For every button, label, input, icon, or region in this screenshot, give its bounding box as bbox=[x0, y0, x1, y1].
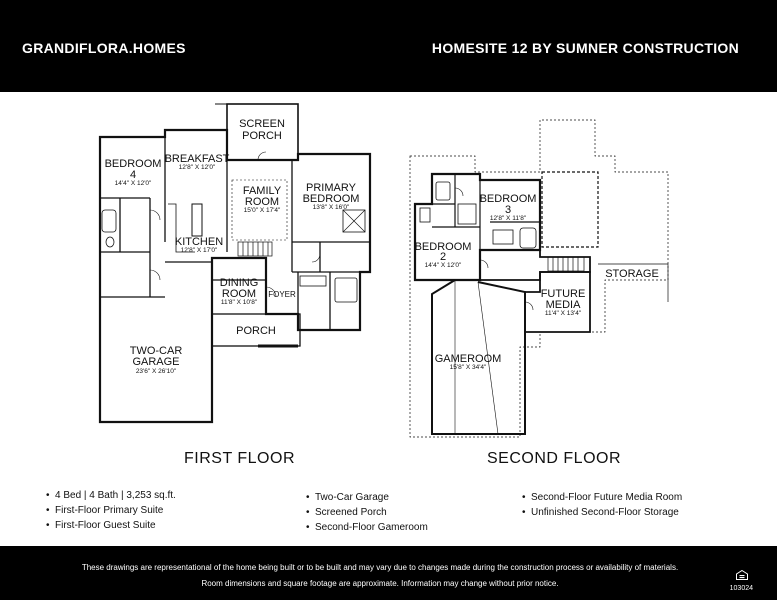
porch-label: PORCH bbox=[236, 325, 276, 337]
screen-porch-label: SCREEN bbox=[239, 118, 285, 130]
feature-item: Unfinished Second-Floor Storage bbox=[522, 505, 682, 520]
svg-text:3: 3 bbox=[505, 204, 511, 216]
disclaimer-line-2: Room dimensions and square footage are a… bbox=[201, 579, 559, 588]
storage-area bbox=[541, 171, 599, 248]
kitchen-island bbox=[191, 203, 203, 237]
feature-item: Two-Car Garage bbox=[306, 490, 428, 505]
svg-text:ROOM: ROOM bbox=[245, 196, 279, 208]
svg-text:15'0" X 17'4": 15'0" X 17'4" bbox=[244, 207, 281, 214]
foyer-label: FOYER bbox=[268, 290, 296, 299]
svg-text:2: 2 bbox=[440, 251, 446, 263]
svg-text:12'8" X 17'0": 12'8" X 17'0" bbox=[181, 247, 218, 254]
svg-text:MEDIA: MEDIA bbox=[546, 299, 582, 311]
first-floor-labels: SCREEN PORCH BREAKFAST 12'8" X 12'0" BED… bbox=[105, 118, 360, 375]
svg-text:4: 4 bbox=[130, 169, 136, 181]
breakfast-label: BREAKFAST bbox=[165, 153, 230, 165]
features-column-3: Second-Floor Future Media Room Unfinishe… bbox=[522, 490, 682, 520]
svg-text:23'6" X 26'10": 23'6" X 26'10" bbox=[136, 368, 177, 375]
bedroom-4-label: BEDROOM bbox=[105, 158, 162, 170]
feature-item: Screened Porch bbox=[306, 505, 428, 520]
gameroom-label: GAMEROOM bbox=[435, 353, 502, 365]
svg-text:PORCH: PORCH bbox=[242, 130, 282, 142]
first-floor-title: FIRST FLOOR bbox=[184, 450, 295, 467]
disclaimer-line-1: These drawings are representational of t… bbox=[81, 563, 679, 572]
svg-text:11'8" X 10'8": 11'8" X 10'8" bbox=[221, 299, 258, 306]
screen-porch-walls bbox=[226, 103, 299, 161]
brand-name: GRANDIFLORA.HOMES bbox=[22, 40, 186, 56]
family-room-label: FAMILY bbox=[243, 185, 282, 197]
document-code: 103024 bbox=[729, 585, 753, 592]
storage-label: STORAGE bbox=[605, 268, 659, 280]
gameroom-walls bbox=[431, 279, 526, 435]
feature-item: Second-Floor Gameroom bbox=[306, 520, 428, 535]
second-floor-labels: BEDROOM 3 12'8" X 11'8" BEDROOM 2 14'4" … bbox=[415, 193, 659, 371]
second-floor-plan bbox=[409, 119, 669, 438]
below-outline bbox=[409, 119, 669, 438]
features-column-2: Two-Car Garage Screened Porch Second-Flo… bbox=[306, 490, 428, 535]
features-column-1: 4 Bed | 4 Bath | 3,253 sq.ft. First-Floo… bbox=[46, 488, 176, 533]
dining-room-label: DINING bbox=[220, 277, 259, 289]
feature-item: 4 Bed | 4 Bath | 3,253 sq.ft. bbox=[46, 488, 176, 503]
bedroom-3-label: BEDROOM bbox=[480, 193, 537, 205]
floor-plans: SCREEN PORCH BREAKFAST 12'8" X 12'0" BED… bbox=[0, 92, 777, 477]
bedroom-2-label: BEDROOM bbox=[415, 241, 472, 253]
first-floor-stairs bbox=[237, 241, 273, 257]
equal-housing-icon bbox=[736, 570, 748, 580]
garage-label: TWO-CAR bbox=[130, 345, 183, 357]
future-media-label: FUTURE bbox=[541, 288, 586, 300]
svg-text:11'4" X 13'4": 11'4" X 13'4" bbox=[545, 310, 582, 317]
svg-text:ROOM: ROOM bbox=[222, 288, 256, 300]
floor-plan-drawing: SCREEN PORCH BREAKFAST 12'8" X 12'0" BED… bbox=[98, 103, 669, 438]
svg-text:12'8" X 12'0": 12'8" X 12'0" bbox=[179, 164, 216, 171]
kitchen-label: KITCHEN bbox=[175, 236, 223, 248]
svg-text:GARAGE: GARAGE bbox=[132, 356, 179, 368]
homesite-title: HOMESITE 12 BY SUMNER CONSTRUCTION bbox=[431, 40, 739, 56]
first-floor-plan bbox=[98, 103, 372, 424]
svg-text:15'8" X 34'4": 15'8" X 34'4" bbox=[450, 364, 487, 371]
header-bar: GRANDIFLORA.HOMES HOMESITE 12 BY SUMNER … bbox=[0, 0, 777, 92]
porch-walls bbox=[211, 313, 301, 347]
svg-text:14'4" X 12'0": 14'4" X 12'0" bbox=[115, 180, 152, 187]
second-floor-stairs bbox=[547, 256, 585, 272]
feature-item: Second-Floor Future Media Room bbox=[522, 490, 682, 505]
svg-text:13'8" X 16'0": 13'8" X 16'0" bbox=[313, 204, 350, 211]
svg-text:BEDROOM: BEDROOM bbox=[303, 193, 360, 205]
svg-text:14'4" X 12'0": 14'4" X 12'0" bbox=[425, 262, 462, 269]
feature-item: First-Floor Primary Suite bbox=[46, 503, 176, 518]
second-floor-title: SECOND FLOOR bbox=[487, 450, 622, 467]
primary-bedroom-label: PRIMARY bbox=[306, 182, 357, 194]
feature-item: First-Floor Guest Suite bbox=[46, 518, 176, 533]
footer-bar: These drawings are representational of t… bbox=[0, 546, 777, 600]
svg-text:12'8" X 11'8": 12'8" X 11'8" bbox=[490, 215, 527, 222]
